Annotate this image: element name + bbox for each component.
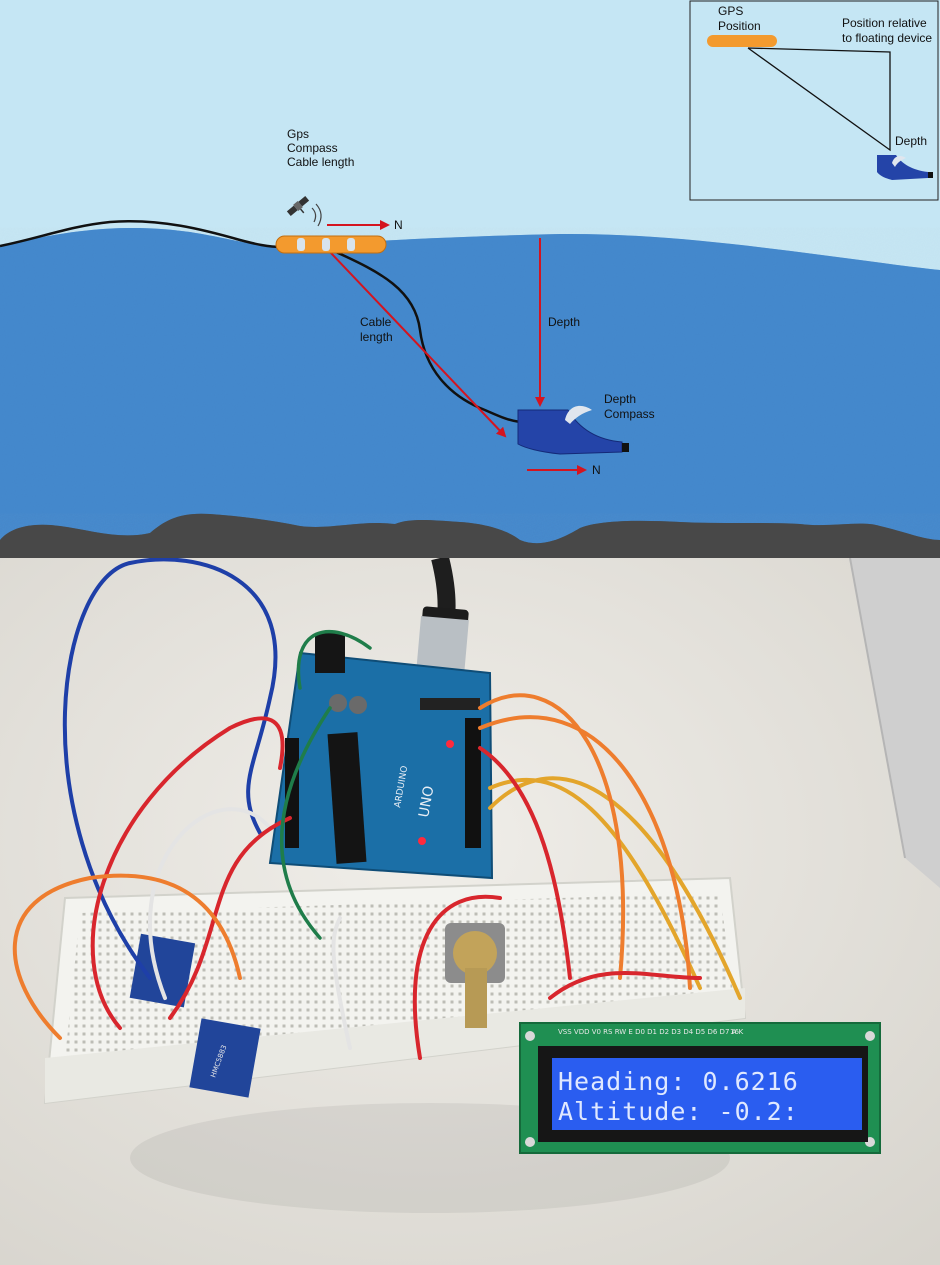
- north-label-float: N: [394, 218, 403, 232]
- inset-triangle: [747, 47, 891, 152]
- inset-submarine: [877, 155, 933, 180]
- laptop-edge: [850, 558, 940, 888]
- cable-label-2: length: [360, 330, 393, 344]
- satellite-icon: [286, 195, 310, 217]
- lcd-screen: [552, 1058, 862, 1130]
- cable: [335, 250, 521, 424]
- lcd-module: Heading: 0.6216 Altitude: -0.2: VSS VDD …: [519, 1022, 881, 1154]
- inset-rel-2: to floating device: [842, 31, 932, 45]
- cable-label-1: Cable: [360, 315, 392, 329]
- inset-rel-1: Position relative: [842, 16, 927, 30]
- lcd-line-1: Heading: 0.6216: [558, 1067, 799, 1096]
- lcd-pin-number: 16: [730, 1028, 739, 1036]
- cable-length-arrow: [329, 251, 507, 438]
- sensor-board-1: [129, 933, 196, 1008]
- floating-device: [275, 235, 387, 254]
- inset-diagram: GPS Position Position relative to floati…: [689, 0, 939, 201]
- arduino-board: ARDUINO UNO: [268, 633, 494, 880]
- inset-float: [707, 35, 777, 47]
- sub-label-compass: Compass: [604, 407, 655, 421]
- hardware-photo: ARDUINO UNO HMC5883: [0, 558, 940, 1265]
- float-label-cable: Cable length: [287, 155, 354, 169]
- float-label-gps: Gps: [287, 127, 309, 141]
- depth-label: Depth: [548, 315, 580, 329]
- wires: [12, 558, 742, 1060]
- lcd-line-2: Altitude: -0.2:: [558, 1097, 799, 1126]
- sensor-board-hmc5883: HMC5883: [189, 1018, 261, 1098]
- lcd-pin-labels: VSS VDD V0 RS RW E D0 D1 D2 D3 D4 D5 D6 …: [558, 1028, 744, 1036]
- float-label-compass: Compass: [287, 141, 338, 155]
- sub-label-depth: Depth: [604, 392, 636, 406]
- underwater-diagram: N Gps Compass Cable length Cable length …: [0, 0, 940, 558]
- north-label-sub: N: [592, 463, 601, 477]
- surface-line: [0, 220, 283, 249]
- inset-depth-label: Depth: [895, 134, 927, 148]
- inset-gps-1: GPS: [718, 4, 743, 18]
- submarine: [517, 405, 629, 455]
- board-logo: UNO: [416, 785, 437, 819]
- potentiometer: [445, 923, 505, 1028]
- inset-gps-2: Position: [718, 19, 761, 33]
